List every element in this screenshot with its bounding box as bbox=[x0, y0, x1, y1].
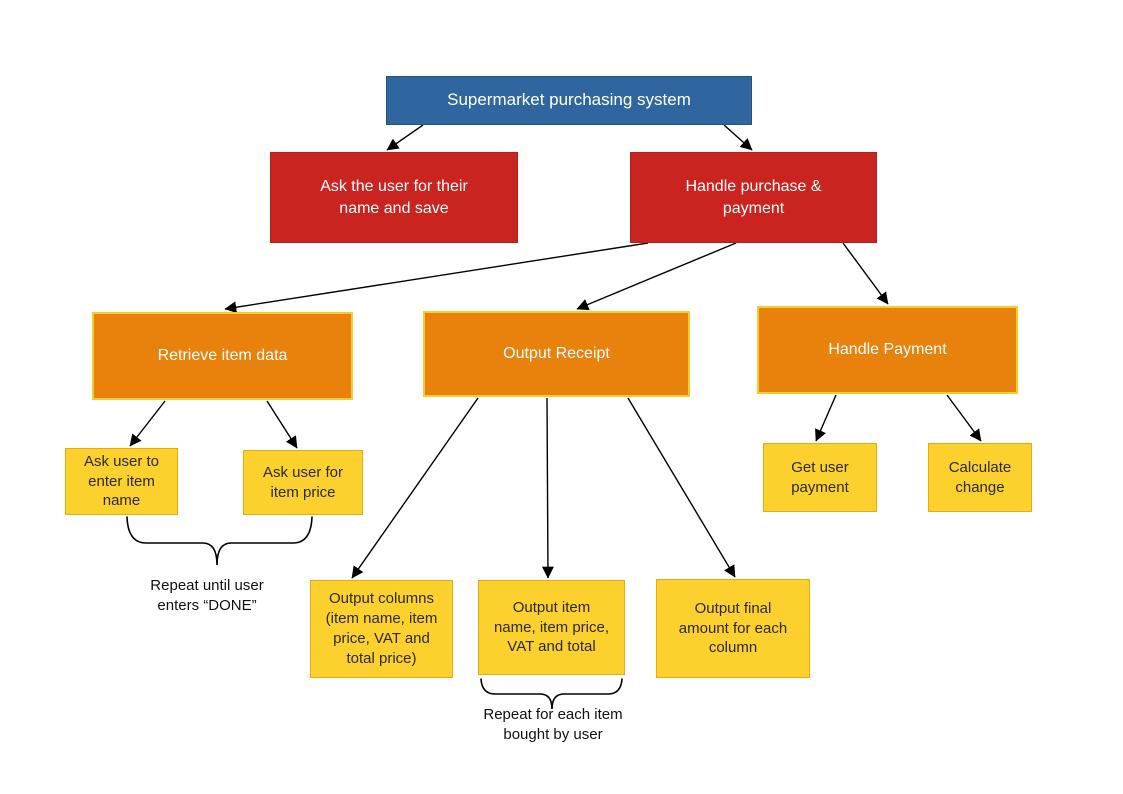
arrow-receipt-to-output-final-amount bbox=[627, 397, 736, 578]
node-ask-item-name: Ask user to enter item name bbox=[65, 448, 178, 515]
node-label: Ask user to enter item name bbox=[83, 452, 160, 510]
annotation-repeat-each-item: Repeat for each item bought by user bbox=[483, 706, 623, 744]
node-label: Output final amount for each column bbox=[678, 599, 788, 657]
arrow-root-to-ask-name bbox=[386, 124, 424, 151]
node-output-receipt: Output Receipt bbox=[423, 311, 690, 397]
node-label: Ask the user for their name and save bbox=[320, 178, 468, 217]
node-output-columns: Output columns (item name, item price, V… bbox=[310, 580, 453, 678]
arrow-retrieve-to-ask-item-name bbox=[129, 400, 166, 447]
node-retrieve-item-data: Retrieve item data bbox=[92, 312, 353, 400]
node-label: Get user payment bbox=[791, 458, 849, 496]
node-label: Ask user for item price bbox=[262, 463, 344, 501]
node-handle-purchase-payment: Handle purchase & payment bbox=[630, 152, 877, 243]
node-ask-user-name: Ask the user for their name and save bbox=[270, 152, 518, 243]
node-ask-item-price: Ask user for item price bbox=[243, 450, 363, 515]
node-output-final-amount: Output final amount for each column bbox=[656, 579, 810, 678]
arrow-handle-purchase-to-retrieve-item-data bbox=[224, 242, 649, 314]
node-get-user-payment: Get user payment bbox=[763, 443, 877, 512]
node-label: Supermarket purchasing system bbox=[447, 90, 691, 110]
node-label: Calculate change bbox=[948, 458, 1012, 496]
arrow-retrieve-to-ask-item-price bbox=[266, 400, 298, 449]
node-label: Output item name, item price, VAT and to… bbox=[493, 598, 610, 656]
arrow-payment-to-get-user-payment bbox=[815, 394, 837, 442]
arrow-receipt-to-output-item-details bbox=[541, 397, 554, 579]
annotation-repeat-until-done: Repeat until user enters “DONE” bbox=[150, 577, 264, 615]
arrow-root-to-handle-purchase bbox=[723, 124, 753, 151]
node-handle-payment: Handle Payment bbox=[757, 306, 1018, 394]
node-supermarket-purchasing-system: Supermarket purchasing system bbox=[386, 76, 752, 125]
arrow-payment-to-calculate-change bbox=[946, 394, 982, 442]
arrow-handle-purchase-to-handle-payment bbox=[842, 242, 889, 305]
arrow-receipt-to-output-columns bbox=[351, 397, 479, 579]
node-output-item-details: Output item name, item price, VAT and to… bbox=[478, 580, 625, 675]
arrow-handle-purchase-to-output-receipt bbox=[576, 242, 737, 311]
node-label: Output columns (item name, item price, V… bbox=[325, 590, 438, 667]
node-calculate-change: Calculate change bbox=[928, 443, 1032, 512]
node-label: Retrieve item data bbox=[157, 347, 288, 365]
node-label: Output Receipt bbox=[503, 345, 610, 363]
repeat-done-brace bbox=[126, 516, 313, 566]
node-label: Handle Payment bbox=[828, 341, 947, 359]
node-label: Handle purchase & payment bbox=[685, 178, 822, 217]
